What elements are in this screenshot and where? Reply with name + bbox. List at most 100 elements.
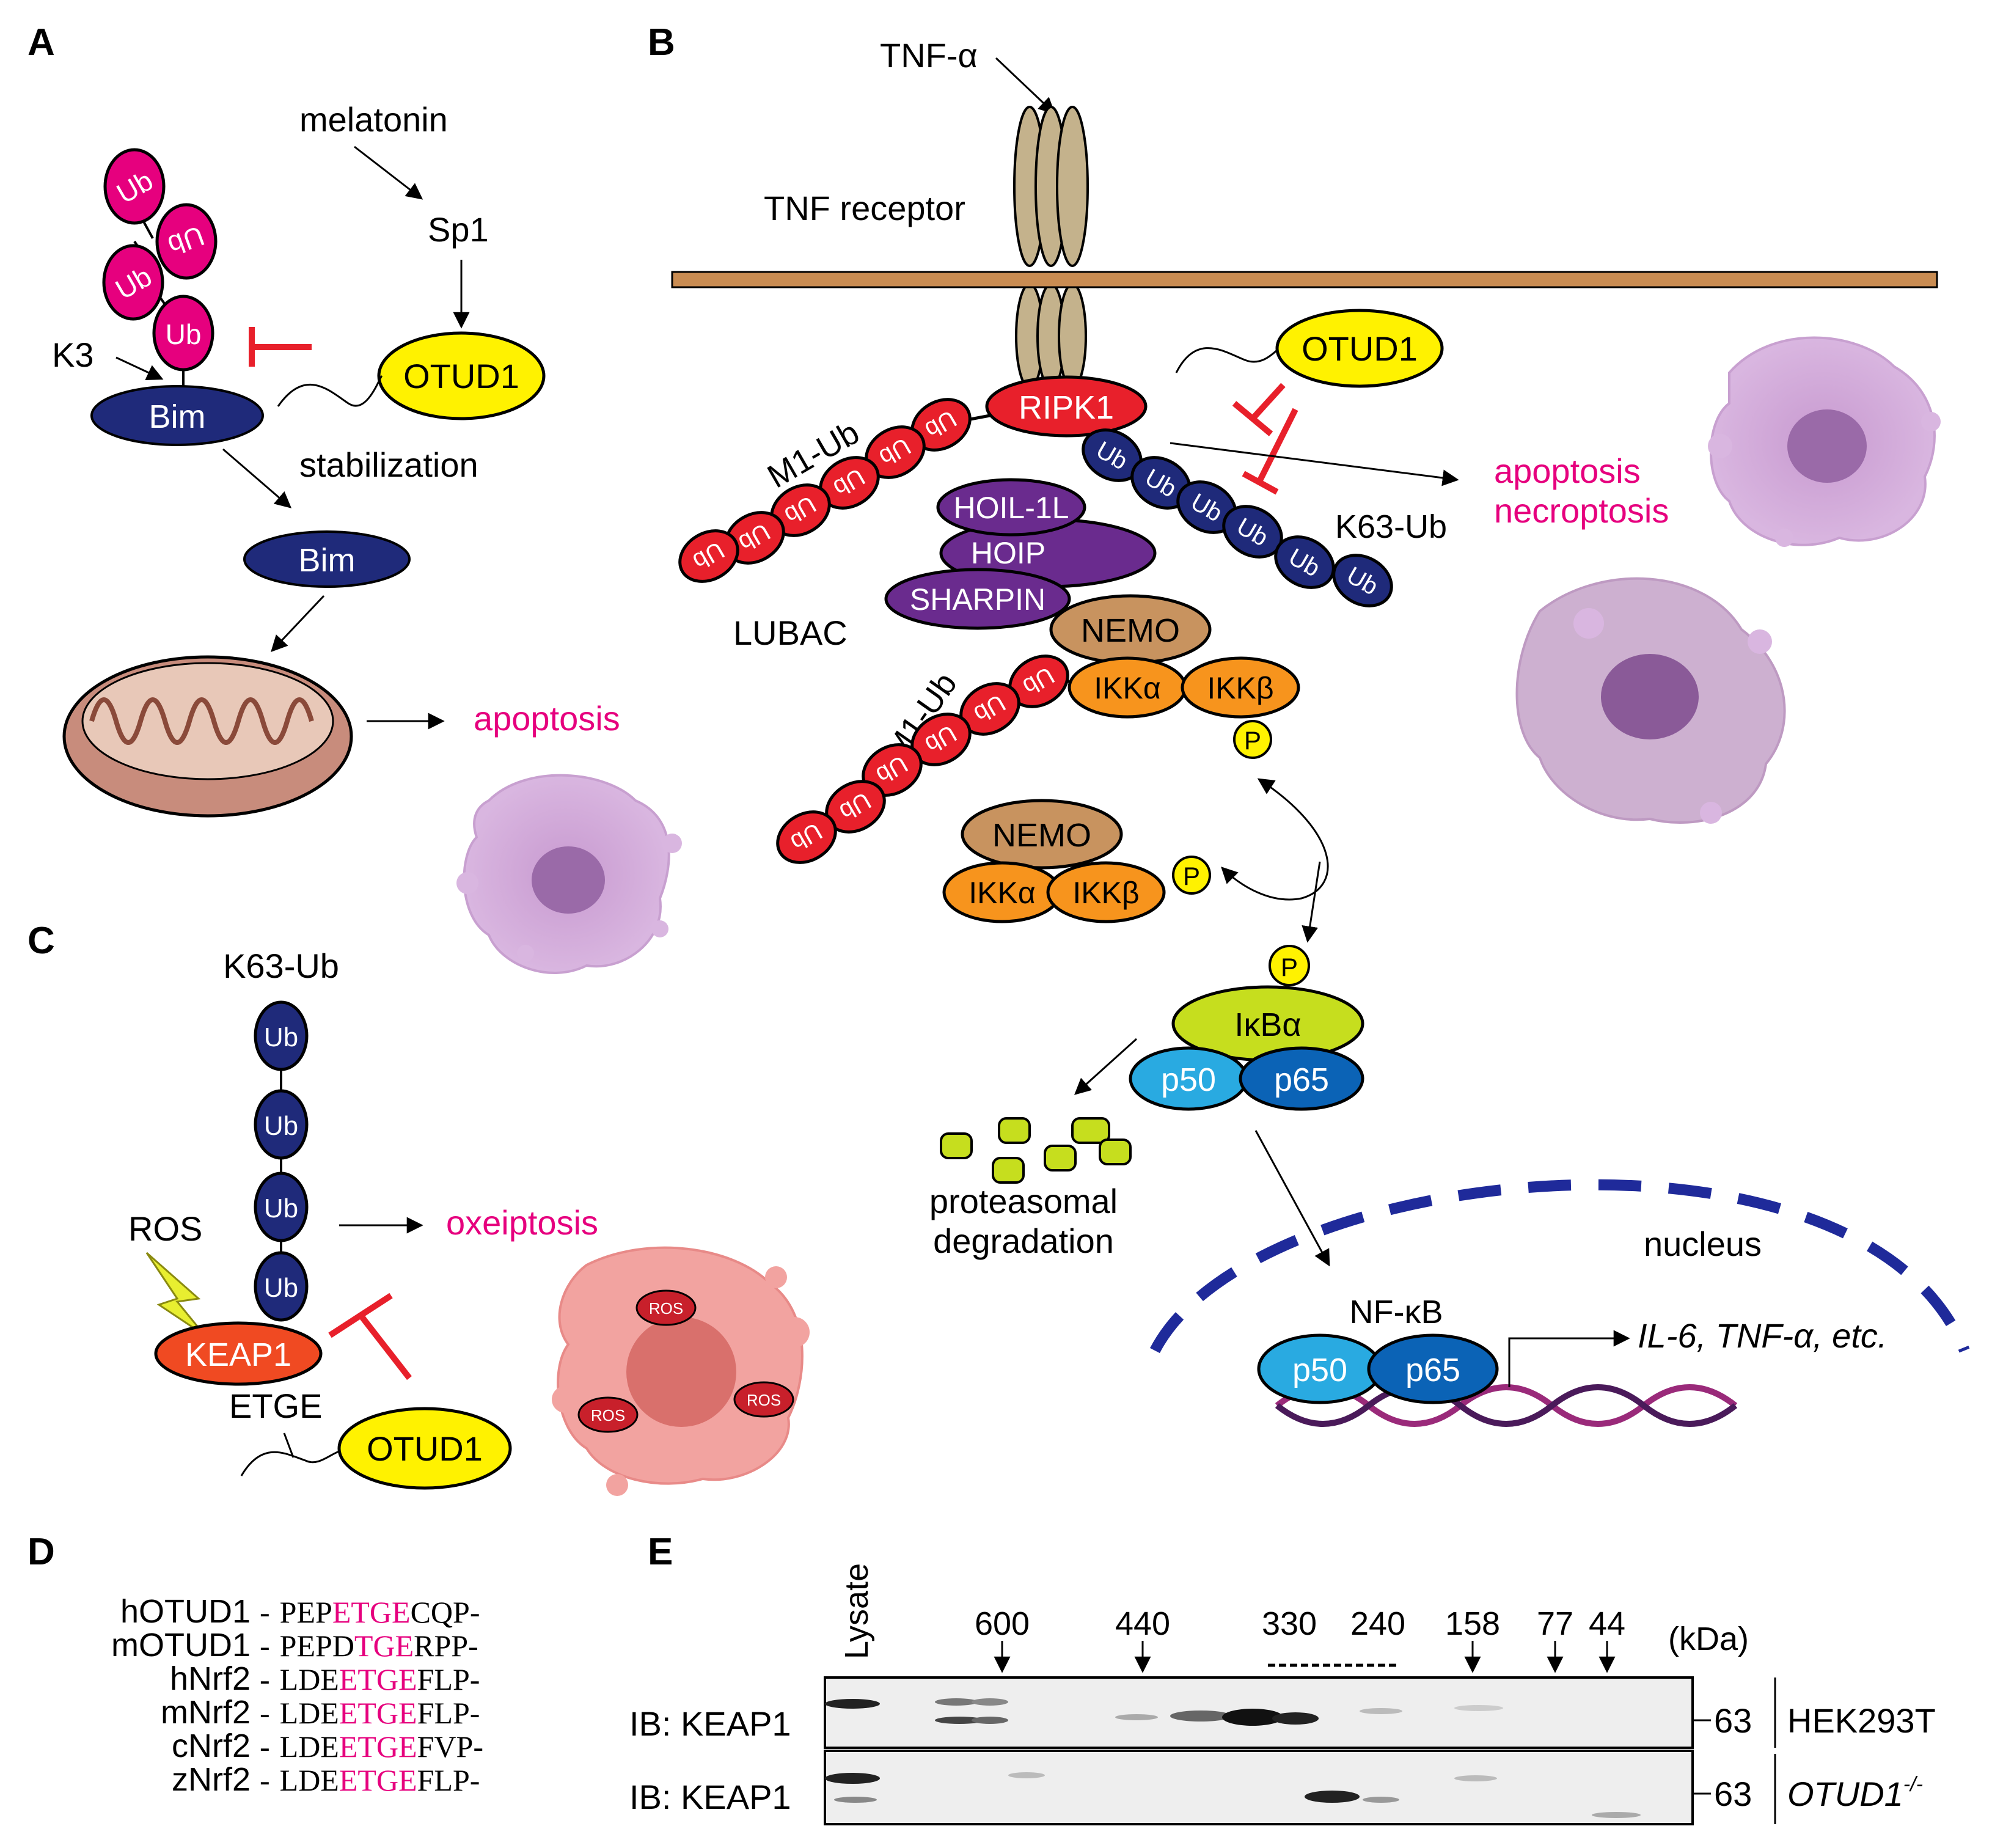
seq-motif: TGE <box>354 1629 414 1663</box>
nuclear-envelope <box>1150 1179 1970 1354</box>
lubac-complex <box>884 478 1157 630</box>
k63-ub-b-3: Ub <box>1176 480 1237 534</box>
otud1-tail-a <box>277 375 383 407</box>
necroptotic-cell-icon-bottom <box>1515 577 1786 824</box>
p-label-2: P <box>1183 862 1200 890</box>
nfkb-translocation-arrow <box>1254 1130 1330 1267</box>
seq-motif: ETGE <box>339 1729 417 1764</box>
tnf-arrow <box>995 57 1055 114</box>
seq-dash-end: - <box>470 1595 480 1629</box>
seq-post: FLP <box>417 1662 470 1696</box>
ib-label-1: IB: KEAP1 <box>629 1704 791 1743</box>
ub-c-4-label: Ub <box>264 1273 298 1303</box>
degradation-label: degradation <box>933 1222 1114 1260</box>
apoptosis-label-b: apoptosis <box>1494 452 1641 490</box>
bim-ellipse <box>90 385 264 446</box>
ub-a-3 <box>102 244 164 321</box>
ikkb2-ellipse <box>1046 861 1166 923</box>
k3-arrow <box>115 356 164 380</box>
seq-pre: PEP <box>280 1595 332 1629</box>
sharpin-label: SHARPIN <box>910 582 1045 617</box>
etge-label: ETGE <box>229 1387 322 1425</box>
keap1-label: KEAP1 <box>185 1336 291 1373</box>
m1-ub-mid-1: Ub <box>1008 654 1069 708</box>
bim2-ellipse <box>243 530 411 588</box>
sequence-row: -PEPETGECQP- <box>260 1595 480 1629</box>
seq-dash-end: - <box>468 1629 478 1663</box>
otud1-label-a: OTUD1 <box>403 357 519 395</box>
sequence-row: -PEPDTGERPP- <box>260 1629 478 1663</box>
otud1-ko-name: OTUD1 <box>1787 1775 1903 1813</box>
nemo1-label: NEMO <box>1081 612 1180 649</box>
ub-c-2-label: Ub <box>264 1111 298 1141</box>
sequence-row: -LDEETGEFLP- <box>260 1763 480 1797</box>
seq-post: CQP <box>411 1595 470 1629</box>
p-label-3: P <box>1281 953 1298 981</box>
cell-line-label-1: HEK293T <box>1787 1701 1936 1740</box>
k63-ub-b-6: Ub <box>1332 554 1393 607</box>
tnf-receptor-icon <box>1013 106 1089 389</box>
k63-ub-b-2: Ub <box>1130 456 1192 510</box>
seq-dash: - <box>260 1629 270 1663</box>
ub-c-3 <box>254 1172 309 1242</box>
p50-nuclear-label: p50 <box>1292 1352 1347 1388</box>
species-name: cNrf2 <box>172 1728 251 1764</box>
inhibit-line-c <box>358 1313 412 1380</box>
panel-b: TNF-α TNF receptor OTUD1 RIPK1 apoptosis… <box>671 36 1970 1427</box>
otud1-ko-sup: -/- <box>1903 1773 1923 1796</box>
dna-helix-icon <box>1275 1384 1738 1427</box>
sequence-row: -LDEETGEFVP- <box>260 1729 483 1764</box>
nemo2-label: NEMO <box>992 817 1091 854</box>
m1-ub-top-3: Ub <box>819 456 880 510</box>
ikka2-label: IKKα <box>969 876 1036 910</box>
panel-a: melatonin Sp1 OTUD1 Ub Ub Ub Ub K3 Bim <box>52 100 682 974</box>
p-circle-3 <box>1269 945 1310 986</box>
p-label-1: P <box>1244 726 1261 755</box>
ub-a-4 <box>152 295 214 372</box>
sp1-label: Sp1 <box>428 210 489 249</box>
ikka1-label: IKKα <box>1094 671 1161 705</box>
panel-d: hOTUD1-PEPETGECQP-mOTUD1-PEPDTGERPP-hNrf… <box>111 1593 483 1798</box>
melatonin-arrow <box>354 145 423 200</box>
mitochondrion-icon <box>62 655 353 818</box>
necroptosis-label: necroptosis <box>1494 491 1669 530</box>
p-circle-1 <box>1233 720 1272 759</box>
seq-dash: - <box>260 1696 270 1730</box>
ub-a-1 <box>103 148 166 225</box>
bim2-label: Bim <box>299 542 356 579</box>
p65-label: p65 <box>1274 1062 1329 1098</box>
otud1-tail-b <box>1175 344 1284 373</box>
species-name: hOTUD1 <box>120 1593 251 1630</box>
cell-membrane <box>671 271 1938 288</box>
ikk-to-ikba-arrow <box>1302 861 1321 943</box>
seq-dash-end: - <box>473 1729 483 1764</box>
p65-ellipse <box>1239 1046 1364 1111</box>
panel-label-e: E <box>648 1531 673 1573</box>
necroptotic-cell-icon-top <box>1708 336 1941 547</box>
otud1-ellipse-c <box>337 1407 512 1490</box>
ikba-degradation-arrow <box>1074 1038 1138 1095</box>
seq-dash: - <box>260 1662 270 1696</box>
apoptotic-cell-icon-a <box>456 774 682 974</box>
proteasomal-label: proteasomal <box>929 1182 1118 1220</box>
seq-post: FVP <box>417 1729 474 1764</box>
m1-ub-top-6: Ub <box>678 529 739 583</box>
blot-2-bands <box>825 1772 1641 1818</box>
ikkb1-ellipse <box>1181 656 1300 719</box>
tnf-alpha-label: TNF-α <box>880 36 978 75</box>
lubac-label: LUBAC <box>733 614 848 652</box>
seq-post: FLP <box>417 1763 470 1797</box>
hoip-label: HOIP <box>971 536 1045 570</box>
stabilization-arrow <box>222 448 292 508</box>
ub-a-4-label: Ub <box>166 318 202 350</box>
nfkb-label: NF-κB <box>1350 1294 1443 1330</box>
species-name: mOTUD1 <box>111 1627 251 1663</box>
seq-pre: LDE <box>280 1763 339 1797</box>
k3-label: K3 <box>52 336 94 374</box>
m1-ub-top-5: Ub <box>724 511 785 565</box>
ub-chain-a: Ub Ub Ub Ub <box>102 148 218 391</box>
target-genes-label: IL-6, TNF-α, etc. <box>1638 1316 1887 1355</box>
sequence-row: -LDEETGEFLP- <box>260 1662 480 1696</box>
ros-cell-label-3: ROS <box>747 1391 781 1409</box>
panel-label-d: D <box>27 1531 55 1573</box>
